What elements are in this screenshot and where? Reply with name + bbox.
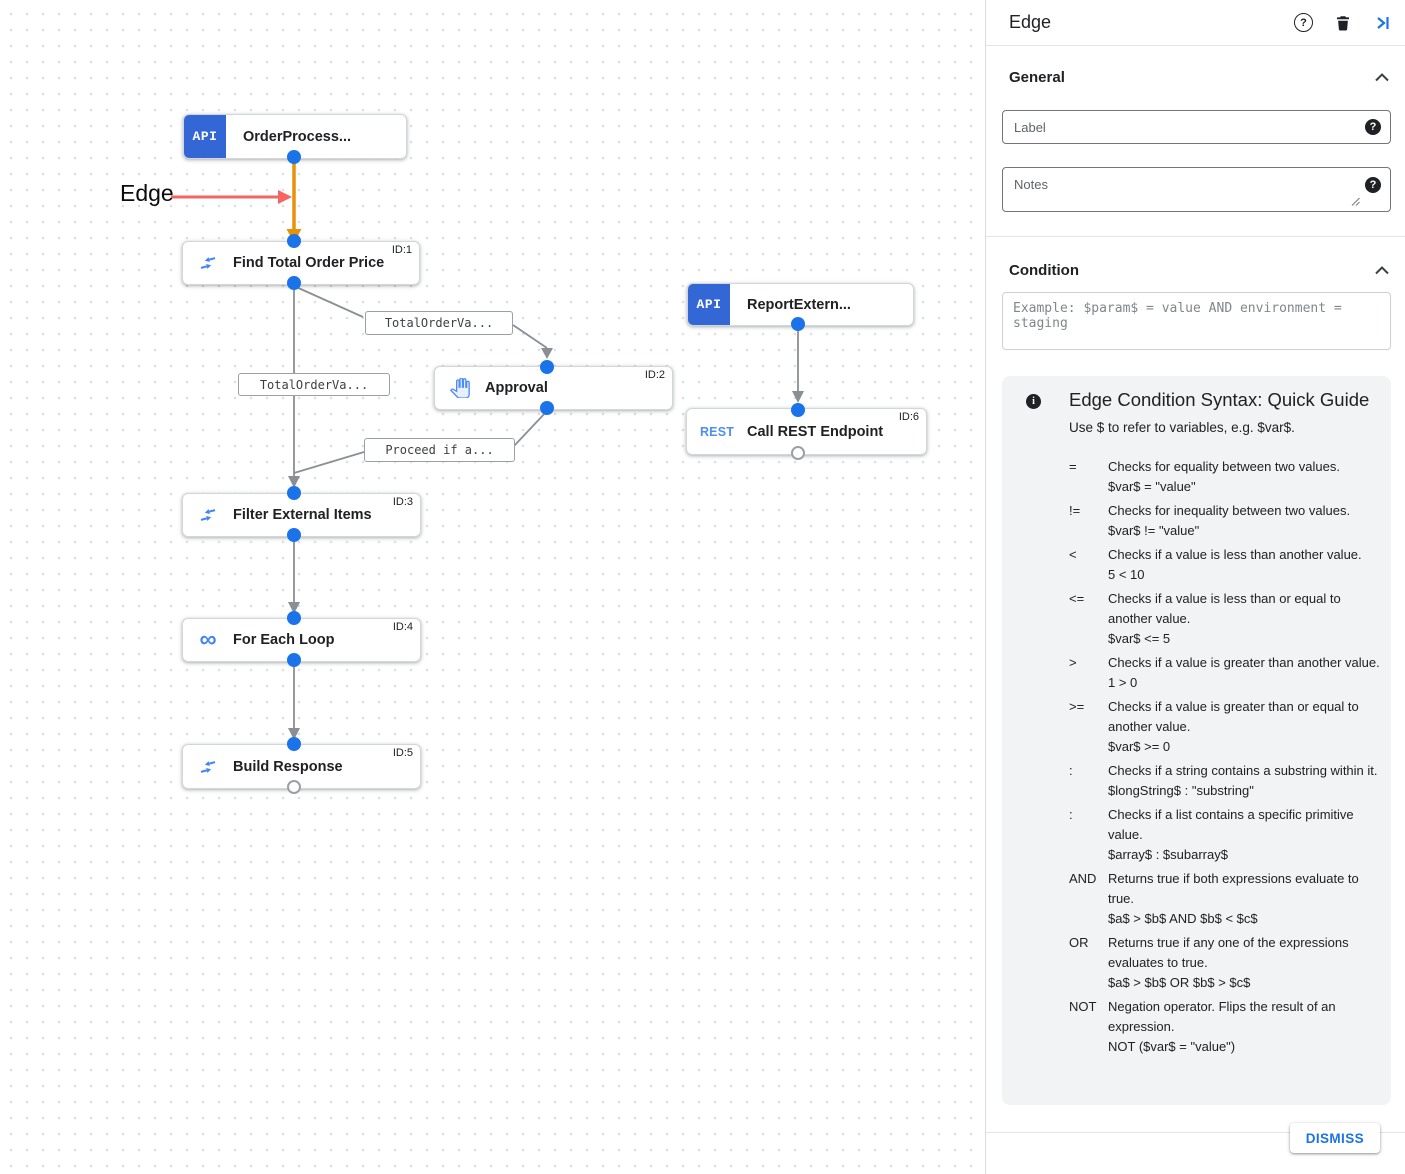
node-filter-external-items[interactable]: Filter External Items ID:3: [182, 493, 421, 537]
guide-item: >Checks if a value is greater than anoth…: [1069, 655, 1380, 690]
panel-title: Edge: [1009, 12, 1052, 32]
edge-label[interactable]: Proceed if a...: [364, 438, 515, 462]
notes-input[interactable]: [1002, 167, 1391, 212]
data-mapping-icon: [196, 506, 220, 524]
node-build-response[interactable]: Build Response ID:5: [182, 744, 421, 789]
guide-item: !=Checks for inequality between two valu…: [1069, 503, 1351, 538]
api-trigger-icon: API: [184, 115, 226, 158]
label-input[interactable]: [1002, 110, 1391, 144]
node-id-badge: ID:2: [644, 369, 665, 381]
info-icon: i: [1026, 394, 1041, 409]
notes-field: ?: [1002, 167, 1391, 217]
notes-help-icon[interactable]: ?: [1365, 177, 1381, 193]
node-call-rest-endpoint[interactable]: REST Call REST Endpoint ID:6: [686, 408, 927, 455]
general-heading: General: [1009, 69, 1065, 86]
edges-layer: [171, 160, 804, 740]
ports-layer[interactable]: [0, 0, 985, 1174]
node-label: OrderProcess...: [243, 128, 351, 145]
loop-infinity-icon: ∞: [199, 626, 217, 653]
guide-title: Edge Condition Syntax: Quick Guide: [1069, 389, 1370, 410]
trash-icon: [1337, 15, 1349, 30]
panel-header: Edge ?: [986, 0, 1405, 46]
guide-item: >=Checks if a value is greater than or e…: [1069, 699, 1359, 754]
selected-edge[interactable]: [286, 160, 302, 243]
guide-item: <Checks if a value is less than another …: [1069, 547, 1362, 582]
node-id-badge: ID:5: [392, 747, 413, 759]
node-id-badge: ID:4: [392, 621, 413, 633]
api-trigger-icon: API: [688, 284, 730, 325]
node-label: Build Response: [233, 758, 343, 775]
help-button[interactable]: ?: [1294, 13, 1313, 32]
collapse-general-button[interactable]: [1375, 73, 1389, 82]
dismiss-button[interactable]: DISMISS: [1289, 1123, 1380, 1153]
node-id-badge: ID:1: [391, 244, 412, 256]
condition-heading: Condition: [1009, 262, 1079, 279]
chevron-up-icon: [1375, 266, 1389, 275]
annotation-arrow: [171, 190, 292, 204]
general-section-header: General: [1009, 69, 1389, 86]
guide-item: =Checks for equality between two values.…: [1069, 459, 1340, 494]
edge-label[interactable]: TotalOrderVa...: [365, 311, 513, 335]
help-icon: ?: [1294, 13, 1313, 32]
condition-input[interactable]: [1002, 292, 1391, 350]
resize-handle-icon[interactable]: [1351, 193, 1360, 211]
condition-section-header: Condition: [1009, 262, 1389, 279]
node-reportextern-trigger[interactable]: API ReportExtern...: [687, 283, 914, 326]
node-label: ReportExtern...: [747, 296, 851, 313]
node-id-badge: ID:6: [898, 411, 919, 423]
condition-field: [1002, 292, 1391, 355]
label-help-icon[interactable]: ?: [1365, 119, 1381, 135]
node-label: For Each Loop: [233, 632, 335, 648]
guide-item: <=Checks if a value is less than or equa…: [1069, 591, 1341, 646]
data-mapping-icon: [196, 758, 220, 776]
node-approval[interactable]: Approval ID:2: [434, 366, 673, 410]
guide-item: :Checks if a string contains a substring…: [1069, 763, 1378, 798]
guide-items: =Checks for equality between two values.…: [1069, 457, 1385, 1057]
collapse-panel-icon: [1377, 16, 1389, 29]
guide-item: :Checks if a list contains a specific pr…: [1069, 807, 1354, 862]
condition-syntax-guide: i Edge Condition Syntax: Quick Guide Use…: [1002, 376, 1391, 1105]
node-for-each-loop[interactable]: ∞ For Each Loop ID:4: [182, 618, 421, 662]
node-label: Call REST Endpoint: [747, 423, 884, 440]
edge-properties-panel: Edge ? General ? ?: [985, 0, 1405, 1174]
node-label: Approval: [485, 380, 548, 396]
node-id-badge: ID:3: [392, 496, 413, 508]
collapse-panel-button[interactable]: [1373, 14, 1391, 32]
delete-edge-button[interactable]: [1334, 13, 1352, 33]
edge-label[interactable]: TotalOrderVa...: [238, 373, 390, 396]
chevron-up-icon: [1375, 73, 1389, 82]
collapse-condition-button[interactable]: [1375, 266, 1389, 275]
footer-divider: [986, 1132, 1405, 1133]
rest-icon: REST: [699, 424, 735, 439]
guide-intro: Use $ to refer to variables, e.g. $var$.: [1069, 420, 1295, 435]
node-find-total-order-price[interactable]: Find Total Order Price ID:1: [182, 241, 420, 285]
data-mapping-icon: [196, 254, 220, 272]
node-label: Find Total Order Price: [233, 255, 385, 271]
edge-annotation-label: Edge: [120, 180, 174, 206]
approval-hand-icon: [448, 378, 472, 398]
node-orderprocess-trigger[interactable]: API OrderProcess...: [183, 114, 407, 159]
node-label: Filter External Items: [233, 507, 372, 523]
workflow-canvas[interactable]: Edge API OrderProcess... Find Total Orde…: [0, 0, 985, 1174]
section-divider: [986, 236, 1405, 237]
label-field: ?: [1002, 110, 1391, 144]
